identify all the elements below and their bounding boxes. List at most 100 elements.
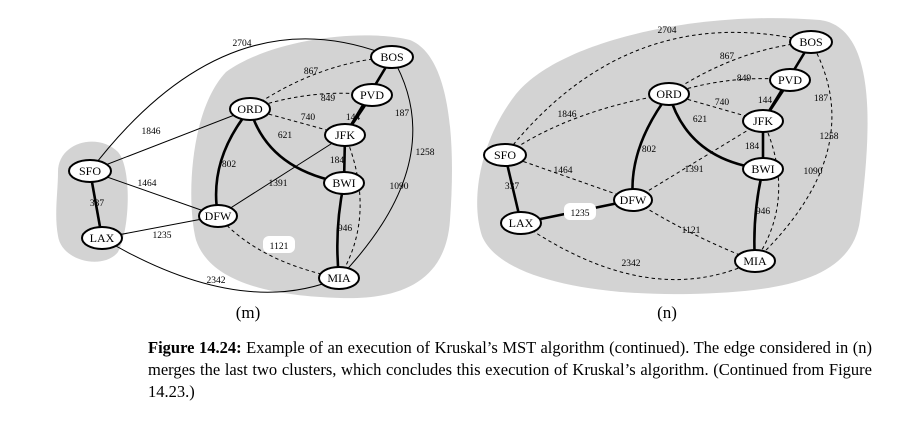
node-label-dfw: DFW <box>620 193 647 207</box>
node-label-jfk: JFK <box>753 114 773 128</box>
edge-weight-sfo-dfw: 1464 <box>138 179 157 189</box>
node-sfo <box>483 143 527 167</box>
edge-weight-sfo-ord: 1846 <box>558 110 577 120</box>
node-ord <box>648 82 690 106</box>
edge-weight-jfk-mia: 1090 <box>804 167 823 177</box>
edge-jfk-mia <box>754 120 780 262</box>
panel-label-m: (m) <box>236 303 261 322</box>
edge-weight-lax-dfw: 1235 <box>153 231 172 241</box>
figure-caption: Figure 14.24: Example of an execution of… <box>148 337 872 403</box>
edge-sfo-dfw <box>504 154 634 201</box>
node-bos <box>789 30 833 54</box>
node-pvd <box>351 83 393 107</box>
edge-weight-ord-jfk: 740 <box>715 98 730 108</box>
edge-weight-ord-pvd: 849 <box>737 74 752 84</box>
edge-weight-jfk-dfw: 1391 <box>269 179 288 189</box>
edge-weight-bwi-mia: 946 <box>338 224 353 234</box>
node-label-pvd: PVD <box>778 73 802 87</box>
edge-weight-jfk-dfw: 1391 <box>685 165 704 175</box>
node-label-ord: ORD <box>656 87 682 101</box>
edge-weight-ord-bwi: 621 <box>693 115 708 125</box>
node-label-jfk: JFK <box>335 128 355 142</box>
panel-n: 337 2704 1846 1464 1235 2342 867 849 740 802 621 14… <box>477 18 868 322</box>
node-mia <box>734 249 776 273</box>
node-label-lax: LAX <box>509 216 534 230</box>
edge-sfo-dfw <box>89 170 219 217</box>
edge-weight-ord-bos: 867 <box>720 52 735 62</box>
node-label-sfo: SFO <box>494 148 516 162</box>
edge-weight-pvd-jfk: 144 <box>758 96 773 106</box>
edge-lax-mia <box>101 237 340 293</box>
edge-jfk-dfw <box>632 120 764 201</box>
edge-weight-bos-mia: 1258 <box>416 148 435 158</box>
panel-m: 337 2704 1846 1464 1235 2342 867 849 740 802 621 14… <box>56 35 452 322</box>
node-label-dfw: DFW <box>205 209 232 223</box>
node-lax <box>500 211 542 235</box>
edge-weight-sfo-bos: 2704 <box>233 39 252 49</box>
edge-weight-pvd-jfk: 144 <box>346 113 361 123</box>
edge-weight-jfk-bwi: 184 <box>745 142 760 152</box>
edge-weight-lax-mia: 2342 <box>207 276 226 286</box>
node-mia <box>318 266 360 290</box>
node-ord <box>229 97 271 121</box>
node-label-lax: LAX <box>90 231 115 245</box>
edge-weight-ord-dfw: 802 <box>642 145 657 155</box>
edge-ord-bos <box>249 56 393 110</box>
edge-sfo-ord <box>504 93 670 156</box>
edge-bos-mia <box>338 56 414 279</box>
edge-weight-jfk-mia: 1090 <box>390 182 409 192</box>
edge-weight-lax-mia: 2342 <box>622 259 641 269</box>
edge-weight-sfo-lax: 337 <box>90 199 105 209</box>
edge-weight-ord-bwi: 621 <box>278 131 293 141</box>
edge-weight-dfw-mia: 1121 <box>682 226 701 236</box>
node-jfk <box>324 123 366 147</box>
edge-weight-ord-jfk: 740 <box>301 113 316 123</box>
edge-weight-dfw-mia: 1121 <box>270 242 289 252</box>
node-label-bwi: BWI <box>751 162 774 176</box>
edge-ord-bos <box>668 41 812 95</box>
edge-weight-sfo-dfw: 1464 <box>554 166 573 176</box>
node-lax <box>81 226 123 250</box>
edge-weight-sfo-bos: 2704 <box>658 26 677 36</box>
node-label-mia: MIA <box>327 271 351 285</box>
node-label-bwi: BWI <box>332 176 355 190</box>
edge-weight-bos-jfk: 187 <box>814 94 829 104</box>
edge-bos-mia <box>754 41 833 262</box>
node-label-pvd: PVD <box>360 88 384 102</box>
edge-weight-bos-jfk: 187 <box>395 109 410 119</box>
node-bwi <box>742 157 784 181</box>
node-dfw <box>198 204 238 228</box>
edge-sfo-ord <box>89 108 251 172</box>
caption-prefix: Figure 14.24: <box>148 338 242 357</box>
edge-label-highlight <box>263 236 295 253</box>
edge-weight-ord-bos: 867 <box>304 67 319 77</box>
cluster-all <box>477 18 868 295</box>
node-pvd <box>769 68 811 92</box>
edge-label-highlight <box>564 203 596 220</box>
node-label-sfo: SFO <box>79 164 101 178</box>
node-label-bos: BOS <box>380 50 403 64</box>
panel-label-n: (n) <box>657 303 677 322</box>
edge-sfo-bos <box>504 31 812 156</box>
node-bos <box>370 45 414 69</box>
node-label-ord: ORD <box>237 102 263 116</box>
node-dfw <box>613 188 653 212</box>
edge-weight-jfk-bwi: 184 <box>330 156 345 166</box>
node-sfo <box>68 159 112 183</box>
node-bwi <box>323 171 365 195</box>
edge-weight-lax-dfw: 1235 <box>571 209 590 219</box>
caption-text: Example of an execution of Kruskal’s MST… <box>148 338 872 401</box>
edge-weight-ord-pvd: 849 <box>321 94 336 104</box>
node-label-bos: BOS <box>799 35 822 49</box>
node-jfk <box>742 109 784 133</box>
edge-weight-sfo-ord: 1846 <box>142 127 161 137</box>
edge-weight-bos-mia: 1258 <box>820 132 839 142</box>
edge-sfo-bos <box>89 38 393 172</box>
edge-weight-sfo-lax: 337 <box>505 182 520 192</box>
edge-weight-bwi-mia: 946 <box>756 207 771 217</box>
edge-jfk-dfw <box>217 134 346 217</box>
edge-weight-ord-dfw: 802 <box>222 160 237 170</box>
node-label-mia: MIA <box>743 254 767 268</box>
edge-jfk-mia <box>338 134 361 279</box>
